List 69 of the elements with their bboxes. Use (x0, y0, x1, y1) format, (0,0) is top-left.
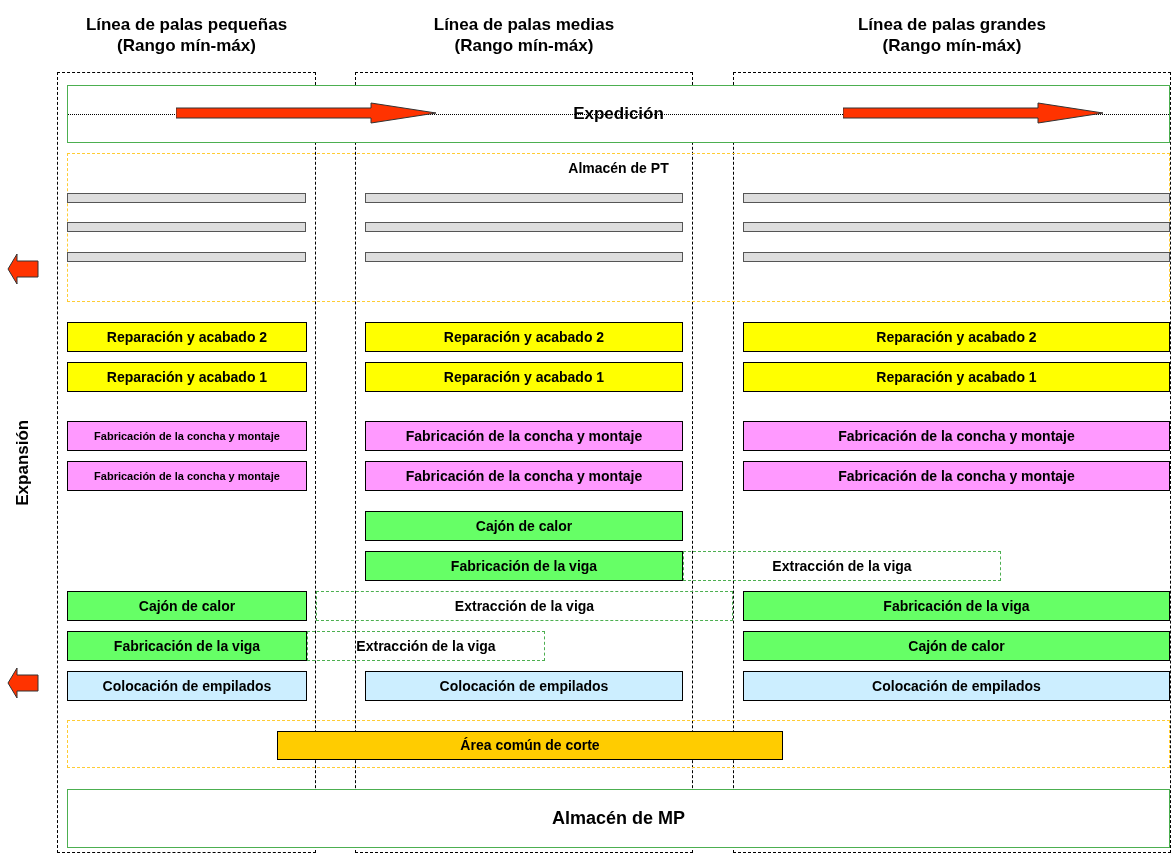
box-label: Fabricación de la concha y montaje (838, 426, 1075, 446)
process-box (365, 461, 683, 491)
box-label: Extracción de la viga (356, 636, 496, 656)
box-label: Fabricación de la concha y montaje (94, 428, 280, 444)
rack-bar (67, 193, 306, 203)
box-label: Reparación y acabado 2 (443, 327, 605, 347)
process-box (365, 671, 683, 701)
box-label: Fabricación de la concha y montaje (838, 466, 1075, 486)
axis-label: Expansión (12, 418, 34, 508)
box-label: Cajón de calor (908, 636, 1005, 656)
box-label: Cajón de calor (475, 516, 573, 536)
process-box (67, 461, 307, 491)
shipping-zone (67, 85, 1170, 143)
box-label: Expedición (573, 103, 664, 126)
box-label: Colocación de empilados (439, 676, 609, 696)
process-box (365, 322, 683, 352)
box-label: Colocación de empilados (102, 676, 272, 696)
rack-bar (365, 252, 683, 262)
box-label: Fabricación de la viga (450, 556, 598, 576)
box-label: Fabricación de la concha y montaje (94, 468, 280, 484)
process-box (365, 362, 683, 392)
process-box (67, 421, 307, 451)
rack-bar (365, 193, 683, 203)
box-label: Fabricación de la viga (113, 636, 261, 656)
rack-bar (365, 222, 683, 232)
box-label: Fabricación de la concha y montaje (405, 426, 643, 446)
box-label: Área común de corte (460, 736, 600, 755)
process-box (743, 631, 1170, 661)
box-label: Cajón de calor (138, 596, 236, 616)
box-label: Almacén de PT (568, 159, 669, 178)
rack-bar (67, 252, 306, 262)
process-box (277, 731, 783, 760)
process-box (743, 362, 1170, 392)
cutting-zone (67, 720, 1170, 768)
box-label: Fabricación de la concha y montaje (405, 466, 643, 486)
process-box (67, 671, 307, 701)
process-box (743, 461, 1170, 491)
process-box (316, 591, 733, 621)
rack-bar (743, 193, 1170, 203)
process-box (67, 322, 307, 352)
box-label: Reparación y acabado 2 (106, 327, 268, 347)
box-label: Colocación de empilados (872, 676, 1041, 696)
process-box (743, 421, 1170, 451)
rack-bar (743, 222, 1170, 232)
process-box (365, 511, 683, 541)
process-box (743, 591, 1170, 621)
box-label: Almacén de MP (551, 807, 685, 830)
box-label: Reparación y acabado 1 (106, 367, 268, 387)
process-box (743, 671, 1170, 701)
box-label: Reparación y acabado 1 (443, 367, 605, 387)
process-box (307, 631, 545, 661)
process-box (67, 591, 307, 621)
box-label: Fabricación de la viga (883, 596, 1030, 616)
process-box (683, 551, 1001, 581)
process-box (67, 362, 307, 392)
process-box (743, 322, 1170, 352)
box-label: Reparación y acabado 2 (876, 327, 1037, 347)
rack-bar (743, 252, 1170, 262)
column-heading: Línea de palas medias (Rango mín-máx) (432, 14, 616, 57)
process-box (67, 631, 307, 661)
column-heading: Línea de palas grandes (Rango mín-máx) (857, 14, 1047, 57)
box-label: Extracción de la viga (772, 556, 912, 576)
column-heading: Línea de palas pequeñas (Rango mín-máx) (84, 14, 289, 57)
process-box (365, 551, 683, 581)
rack-bar (67, 222, 306, 232)
warehouse-zone (67, 789, 1170, 848)
box-label: Extracción de la viga (454, 596, 595, 616)
process-box (365, 421, 683, 451)
box-label: Reparación y acabado 1 (876, 367, 1037, 387)
